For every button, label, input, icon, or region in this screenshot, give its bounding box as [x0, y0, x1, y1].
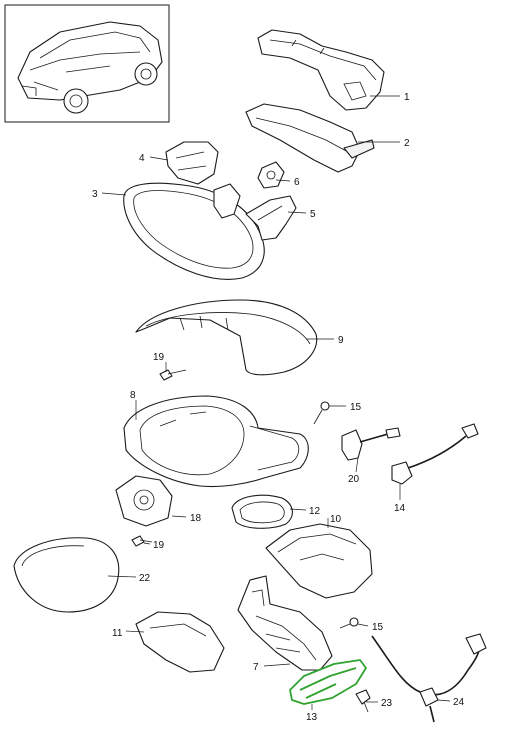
- callout-labels: 1 2 3 4 5 6 7 8 9 10 11 12 13 14 15 15 1…: [92, 92, 465, 723]
- part-22-mirror-glass: [13, 537, 120, 613]
- callout-14: 14: [394, 503, 406, 514]
- part-5-cover-clip: [245, 195, 297, 241]
- screw-19-upper: [159, 369, 187, 381]
- part-24-connector-cable: [371, 633, 487, 723]
- part-6-sensor: [213, 161, 285, 219]
- callout-7: 7: [253, 662, 259, 673]
- callout-19-upper: 19: [153, 352, 165, 363]
- callout-20: 20: [348, 474, 360, 485]
- part-10-lower-cover: [265, 523, 373, 599]
- callout-12: 12: [309, 506, 321, 517]
- callout-9: 9: [338, 335, 344, 346]
- part-1-mirror-bracket: [257, 29, 385, 111]
- callout-23: 23: [381, 698, 393, 709]
- part-14-cable-harness: [391, 423, 479, 485]
- screw-19-lower: [131, 535, 153, 547]
- callout-3: 3: [92, 189, 98, 200]
- callout-10: 10: [330, 514, 342, 525]
- part-2-trim-cover: [245, 103, 375, 173]
- callout-8: 8: [130, 390, 136, 401]
- callout-15-lower: 15: [372, 622, 384, 633]
- part-12-gasket: [231, 494, 293, 529]
- callout-24: 24: [453, 697, 465, 708]
- part-8-mirror-housing: [123, 395, 309, 488]
- screw-15-lower: [339, 617, 359, 629]
- part-4-base-housing: [165, 141, 219, 185]
- vehicle-thumbnail: [4, 4, 170, 123]
- callout-1: 1: [404, 92, 410, 103]
- screw-15-upper: [313, 401, 330, 425]
- callout-4: 4: [139, 153, 145, 164]
- part-7-mirror-base: [237, 575, 333, 671]
- callout-11: 11: [112, 628, 123, 639]
- callout-18: 18: [190, 513, 202, 524]
- part-20-connector: [341, 427, 401, 461]
- callout-22: 22: [139, 573, 151, 584]
- callout-15-upper: 15: [350, 402, 362, 413]
- callout-13: 13: [306, 712, 318, 723]
- part-11-bottom-trim: [135, 611, 225, 673]
- part-18-actuator: [115, 475, 173, 527]
- callout-6: 6: [294, 177, 300, 188]
- callout-19-lower: 19: [153, 540, 165, 551]
- part-13-lamp-highlighted: [289, 659, 367, 705]
- part-3-interior-mirror: [123, 182, 265, 280]
- callout-2: 2: [404, 138, 410, 149]
- leader-lines: [101, 95, 451, 710]
- part-9-mirror-cap: [135, 299, 318, 376]
- screw-23: [355, 689, 371, 713]
- callout-5: 5: [310, 209, 316, 220]
